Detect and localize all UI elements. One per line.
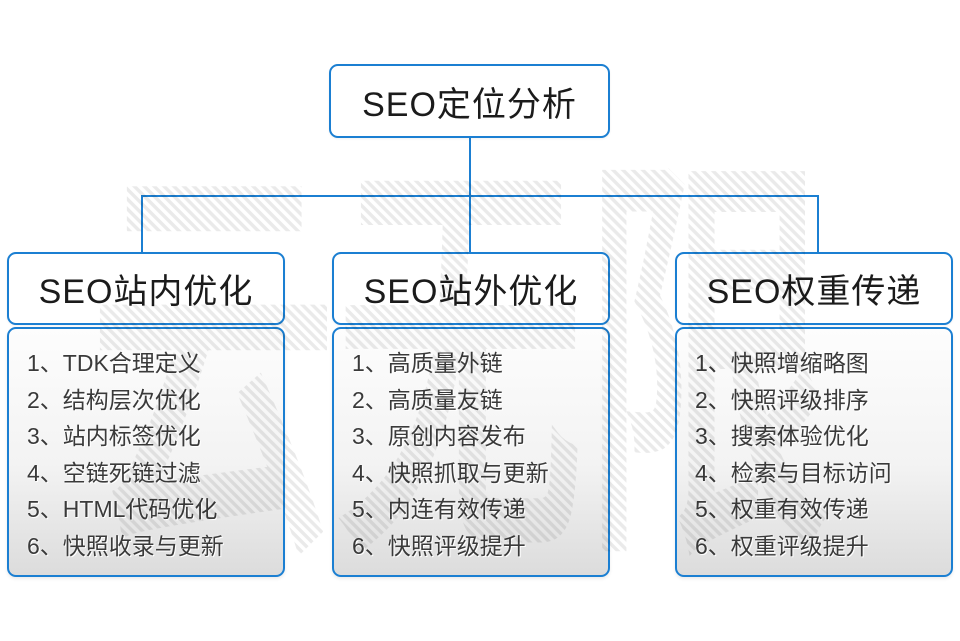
list-item: 2、快照评级排序	[695, 386, 869, 413]
branch-offpage-list: 1、高质量外链 2、高质量友链 3、原创内容发布 4、快照抓取与更新 5、内连有…	[332, 327, 610, 577]
list-item: 3、站内标签优化	[27, 423, 201, 449]
list-item: 1、TDK合理定义	[27, 350, 201, 376]
branch-onpage-title: SEO站内优化	[38, 273, 254, 311]
branch-weight-title: SEO权重传递	[706, 273, 922, 311]
list-item: 4、快照抓取与更新	[352, 459, 549, 486]
branch-onpage-header: SEO站内优化	[7, 252, 285, 325]
root-node: SEO定位分析	[329, 64, 610, 138]
list-item: 1、快照增缩略图	[695, 350, 869, 376]
list-item: 2、结构层次优化	[27, 386, 201, 413]
root-node-title: SEO定位分析	[362, 85, 577, 124]
list-item: 3、原创内容发布	[352, 423, 526, 449]
list-item: 5、内连有效传递	[352, 496, 526, 522]
list-item: 2、高质量友链	[352, 386, 503, 413]
branch-onpage-list: 1、TDK合理定义 2、结构层次优化 3、站内标签优化 4、空链死链过滤 5、H…	[7, 327, 285, 577]
list-item: 4、空链死链过滤	[27, 459, 201, 486]
branch-weight-header: SEO权重传递	[675, 252, 953, 325]
branch-weight-list: 1、快照增缩略图 2、快照评级排序 3、搜索体验优化 4、检索与目标访问 5、权…	[675, 327, 953, 577]
list-item: 6、权重评级提升	[695, 532, 869, 559]
list-item: 3、搜索体验优化	[695, 423, 869, 449]
list-item: 5、HTML代码优化	[27, 496, 218, 522]
list-item: 4、检索与目标访问	[695, 459, 892, 486]
list-item: 5、权重有效传递	[695, 496, 869, 522]
branch-offpage-title: SEO站外优化	[363, 273, 579, 311]
list-item: 1、高质量外链	[352, 350, 503, 376]
list-item: 6、快照评级提升	[352, 532, 526, 559]
list-item: 6、快照收录与更新	[27, 532, 224, 559]
branch-offpage-header: SEO站外优化	[332, 252, 610, 325]
